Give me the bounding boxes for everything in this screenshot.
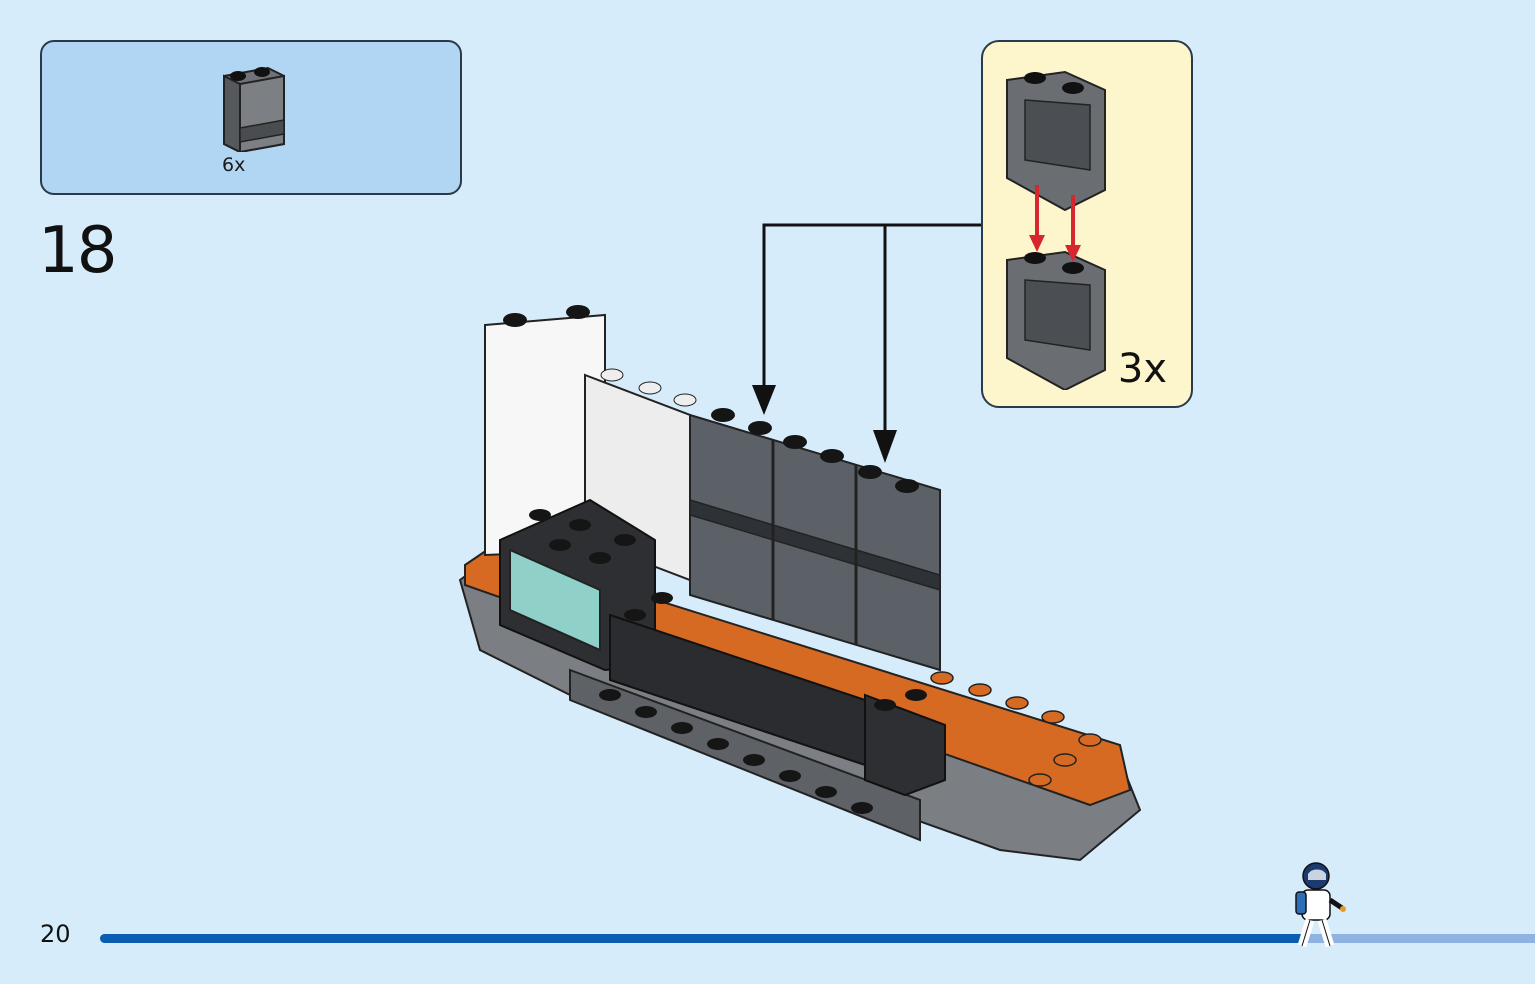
progress-bar: [100, 934, 1535, 943]
clear-window: [509, 548, 601, 652]
callout-connector: [752, 223, 981, 463]
model-illustration: [458, 305, 1142, 862]
transparent-panel-brick-icon: [223, 66, 285, 152]
stacked-panels-icon: [1006, 70, 1106, 390]
page-number: 20: [40, 920, 71, 948]
parts-callout-box: 6x: [40, 40, 462, 195]
part-count-label: 6x: [222, 154, 246, 176]
progress-fill: [100, 934, 1306, 943]
sub-assembly-multiplier: 3x: [1117, 346, 1167, 392]
astronaut-mascot-icon: [1295, 862, 1346, 948]
step-number: 18: [38, 214, 117, 288]
